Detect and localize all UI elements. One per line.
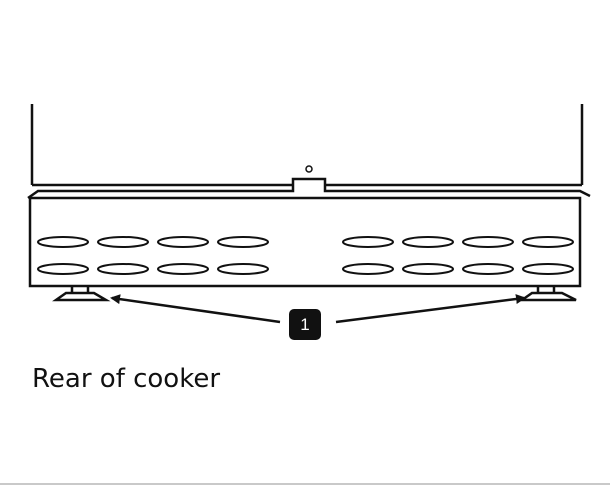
vent-slot	[402, 263, 454, 275]
vent-slot	[522, 263, 574, 275]
vent-slot	[462, 263, 514, 275]
right-foot	[518, 286, 577, 302]
vent-slot	[37, 236, 89, 248]
callout-arrow-left	[110, 294, 281, 324]
rear-panel	[28, 196, 582, 288]
vent-slot	[37, 263, 89, 275]
figure-caption: Rear of cooker	[32, 364, 221, 394]
vent-slot	[522, 236, 574, 248]
vent-slot	[217, 263, 269, 275]
vent-slot	[342, 263, 394, 275]
bottom-divider	[0, 483, 610, 485]
vent-slot	[157, 263, 209, 275]
vent-slot	[342, 236, 394, 248]
vent-slot	[157, 236, 209, 248]
left-foot	[52, 286, 111, 302]
top-rail	[27, 177, 591, 200]
vent-slot	[462, 236, 514, 248]
ventilation-slots	[37, 236, 574, 275]
vent-slot	[402, 236, 454, 248]
callout-badge-1: 1	[289, 309, 321, 340]
vent-slot	[217, 236, 269, 248]
vent-slot	[97, 263, 149, 275]
callout-arrow-right	[335, 294, 526, 324]
vent-slot	[97, 236, 149, 248]
screw-hole	[305, 165, 313, 173]
